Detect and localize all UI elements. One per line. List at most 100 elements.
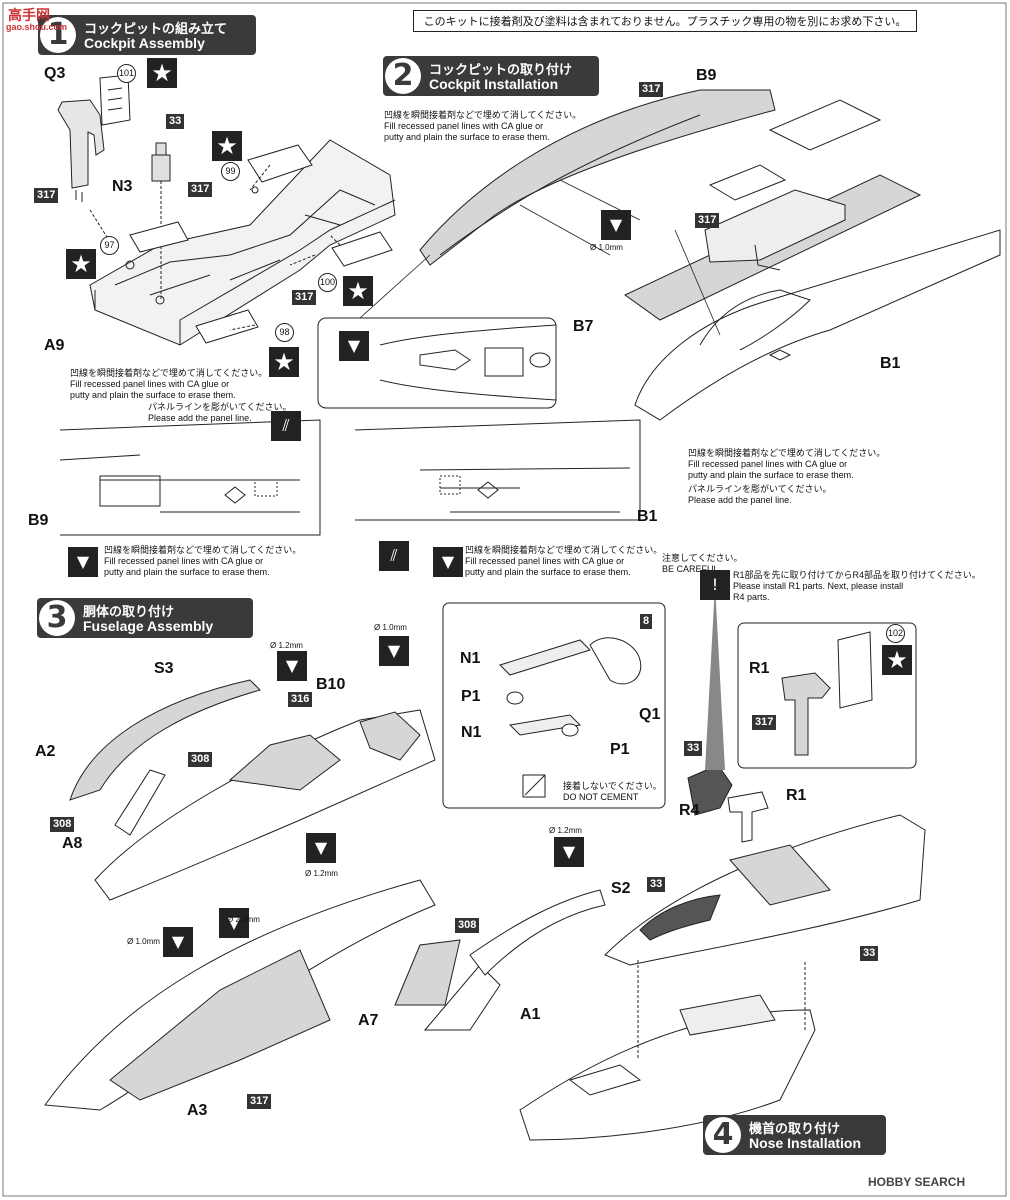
paint-code-tag: 317 <box>247 1094 272 1109</box>
part-b9-label: B9 <box>696 67 717 84</box>
panel-note-right: パネルラインを彫がいてください。Please add the panel lin… <box>688 484 832 505</box>
panel-note-left: パネルラインを彫がいてください。Please add the panel lin… <box>148 402 292 423</box>
step-number: 4 <box>705 1117 741 1153</box>
step-title-en: Cockpit Assembly <box>84 35 205 51</box>
drill-size: Ø 2.0mm <box>227 915 260 924</box>
part-r1-lower-label: R1 <box>786 787 807 804</box>
part-b1-side-label: B1 <box>637 508 658 525</box>
paint-code-tag: 33 <box>860 946 879 961</box>
step-1-header: 1 コックピットの組み立て Cockpit Assembly <box>38 15 256 55</box>
watermark-right: HOBBY SEARCH <box>868 1175 966 1189</box>
decal-number: 97 <box>100 236 119 255</box>
paint-code-tag: 317 <box>639 82 664 97</box>
paint-code-tag: 316 <box>288 692 313 707</box>
drill-size: Ø 1.2mm <box>270 641 303 650</box>
step-4-header: 4 機首の取り付け Nose Installation <box>703 1115 886 1155</box>
part-s3-label: S3 <box>154 660 174 677</box>
paint-code-tag: 317 <box>695 213 720 228</box>
drill-icon: ▼ <box>554 837 584 867</box>
drill-size: Ø 1.0mm <box>374 623 407 632</box>
part-r1-label: R1 <box>749 660 770 677</box>
step-2-header: 2 コックピットの取り付け Cockpit Installation <box>383 56 599 96</box>
paint-code-tag: 308 <box>455 918 480 933</box>
step-title-en: Cockpit Installation <box>429 76 559 92</box>
bulkhead-r1 <box>727 791 769 843</box>
drill-size: Ø 1.0mm <box>127 937 160 946</box>
drill-size: Ø 1.0mm <box>590 243 623 252</box>
part-b9-side-label: B9 <box>28 512 49 529</box>
lower-fuselage-a3 <box>44 879 436 1111</box>
upper-fuselage-b10 <box>94 709 436 901</box>
part-n3-label: N3 <box>112 178 133 195</box>
careful-note: 注意してください。BE CAREFUL <box>662 553 743 574</box>
star-icon: ★ <box>147 58 177 88</box>
step-number: 2 <box>385 58 421 94</box>
canopy-a2 <box>69 679 261 801</box>
fill-note-right: 凹線を瞬間接着剤などで埋めて消してください。Fill recessed pane… <box>688 448 886 480</box>
fuselage-side-views <box>59 419 641 536</box>
paint-code-tag: 308 <box>50 817 75 832</box>
part-q1-label: Q1 <box>639 706 661 723</box>
step-title-en: Nose Installation <box>749 1135 862 1151</box>
part-r4-label: R4 <box>679 802 700 819</box>
fill-note-left: 凹線を瞬間接着剤などで埋めて消してください。Fill recessed pane… <box>70 368 268 400</box>
paint-code-tag: 317 <box>752 715 777 730</box>
drill-size: Ø 1.2mm <box>305 869 338 878</box>
paint-code-tag: 33 <box>684 741 703 756</box>
paint-code-tag: 317 <box>34 188 59 203</box>
drill-icon: ▼ <box>68 547 98 577</box>
part-a2-label: A2 <box>35 743 56 760</box>
star-icon: ★ <box>212 131 242 161</box>
windscreen-a8 <box>114 769 166 836</box>
nose-b1 <box>634 229 1001 421</box>
decal-number: 99 <box>221 162 240 181</box>
paint-code-tag: 317 <box>292 290 317 305</box>
decal-sheets-step1 <box>99 74 393 344</box>
step-title-jp: 胴体の取り付け <box>83 604 175 619</box>
drill-icon: ▼ <box>339 331 369 361</box>
forward-fuselage-upper <box>604 814 926 966</box>
part-s2-label: S2 <box>611 880 631 897</box>
drill-icon: ▼ <box>601 210 631 240</box>
detail-callout-box <box>317 317 557 409</box>
instrument-box <box>737 622 917 769</box>
canopy-frame-b9 <box>419 89 776 266</box>
drill-icon: ▼ <box>379 636 409 666</box>
fill-note-step2: 凹線を瞬間接着剤などで埋めて消してください。Fill recessed pane… <box>384 110 582 142</box>
forward-fuselage-lower <box>519 994 816 1141</box>
intake-parts-a7-a1 <box>394 889 606 1031</box>
part-b1-label: B1 <box>880 355 901 372</box>
panel-line-icon: ⫽ <box>271 411 301 441</box>
decal-number: 101 <box>117 64 136 83</box>
step-title-jp: コックピットの組み立て <box>84 21 228 36</box>
drill-icon: ▼ <box>306 833 336 863</box>
paint-code-tag: 8 <box>640 614 653 629</box>
part-a3-label: A3 <box>187 1102 208 1119</box>
part-n1-lower-label: N1 <box>461 724 482 741</box>
step-title-en: Fuselage Assembly <box>83 618 214 634</box>
star-icon: ★ <box>343 276 373 306</box>
step-title-jp: 機首の取り付け <box>749 1121 841 1136</box>
decal-number: 102 <box>886 624 905 643</box>
drill-icon: ▼ <box>219 908 249 938</box>
part-a1-label: A1 <box>520 1006 541 1023</box>
decal-number: 98 <box>275 323 294 342</box>
careful-icon: ! <box>700 570 730 600</box>
paint-code-tag: 33 <box>166 114 185 129</box>
watermark-left: 高手网 <box>8 7 50 23</box>
drill-icon: ▼ <box>163 927 193 957</box>
paint-code-tag: 308 <box>188 752 213 767</box>
stick-q3 <box>57 99 105 202</box>
step-title-jp: コックピットの取り付け <box>429 62 573 77</box>
star-icon: ★ <box>269 347 299 377</box>
part-a9-label: A9 <box>44 337 65 354</box>
cockpit-tub-a9 <box>89 139 396 346</box>
drill-icon: ▼ <box>433 547 463 577</box>
part-q3-label: Q3 <box>44 65 66 82</box>
fill-note-bottom-right: 凹線を瞬間接着剤などで埋めて消してください。Fill recessed pane… <box>465 545 663 577</box>
star-icon: ★ <box>66 249 96 279</box>
decal-number: 100 <box>318 273 337 292</box>
step-3-header: 3 胴体の取り付け Fuselage Assembly <box>37 598 253 638</box>
